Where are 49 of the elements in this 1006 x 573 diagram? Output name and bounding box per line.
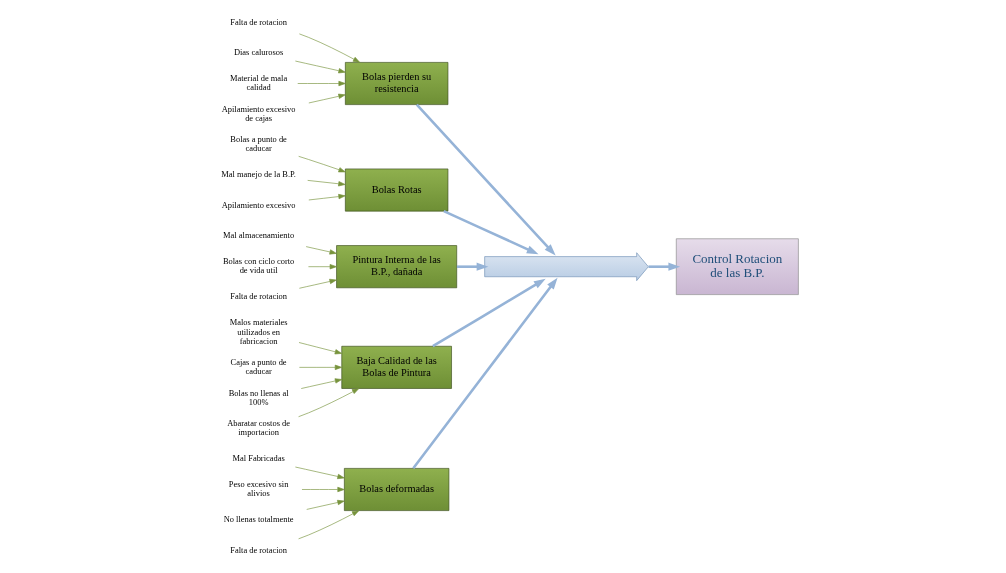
arrow [294,466,345,480]
node-box: Pintura Interna de las B.P., dañada [335,245,457,289]
arrow [305,499,345,510]
node-text: Malos materiales utilizados en fabricacion [229,317,288,346]
arrow [306,180,345,187]
arrow [308,93,346,104]
node-box: Bolas Rotas [344,168,448,212]
arrow [647,262,680,271]
node-text: Falta de rotacion [229,291,287,302]
node-box: Control Rotacion de las B.P. [675,238,799,295]
node-text: Falta de rotacion [229,544,287,555]
arrow [307,264,337,270]
arrow [300,378,342,389]
node-text: Dias calurosos [233,47,283,58]
arrow [297,388,359,418]
node-box: Bolas pierden su resistencia [344,62,448,105]
node-arrow [483,252,649,281]
node-box: Baja Calidad de las Bolas de Pintura [340,345,452,389]
arrow [298,342,342,355]
node-text: Falta de rotacion [229,16,287,27]
node-box: Bolas deformadas [343,468,449,511]
node-text: No llenas totalmente [223,514,294,525]
arrow [415,103,556,256]
node-text: Mal almacenamiento [222,230,294,241]
node-text: Apilamiento excesivo [221,199,296,210]
arrow [294,60,346,74]
arrow [298,364,342,370]
node-text: Peso excesivo sin alivios [228,479,288,499]
arrow [308,194,346,201]
arrow [305,246,337,255]
arrow [298,33,360,63]
arrow [296,80,346,87]
arrow [297,510,359,540]
node-text: Apilamiento excesivo de cajas [221,103,296,123]
arrow [297,156,346,173]
arrow [442,210,538,255]
node-text: Cajas a punto de caducar [230,357,287,377]
node-text: Mal manejo de la B.P. [220,169,296,180]
node-text: Bolas a punto de caducar [229,134,287,154]
node-text: Bolas con ciclo corto de vida util [222,256,294,276]
arrow [298,278,337,289]
node-text: Abaratar costos de importacion [226,418,290,438]
node-text: Bolas no llenas al 100% [228,387,288,407]
node-text: Mal Fabricadas [231,453,285,464]
arrow [301,486,345,493]
arrow [431,278,546,348]
arrow [456,262,488,271]
node-text: Material de mala calidad [229,73,287,93]
arrow [411,277,558,470]
